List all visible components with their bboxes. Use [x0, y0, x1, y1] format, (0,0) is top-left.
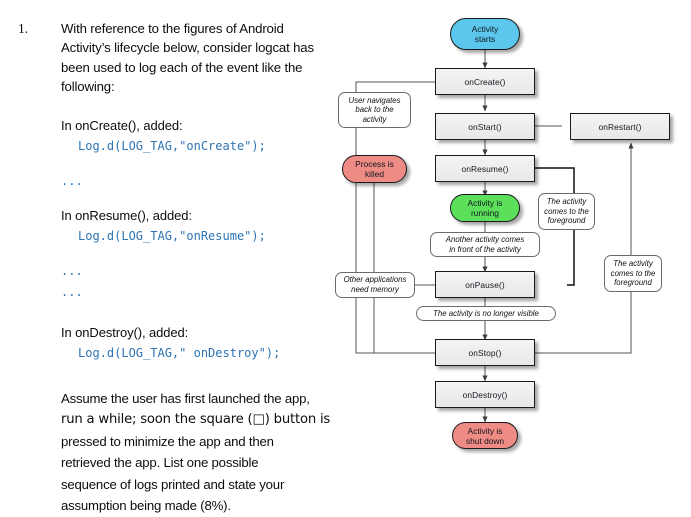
- note-other-applications-need-memory: Other applications need memory: [335, 272, 415, 298]
- question-final-paragraph: Assume the user has first launched the a…: [61, 388, 335, 517]
- note-line-3: foreground: [547, 216, 586, 226]
- note-foreground-lower: The activity comes to the foreground: [604, 255, 662, 292]
- code-line-onresume: Log.d(LOG_TAG,"onResume");: [78, 228, 266, 243]
- note-line-2: back to the: [355, 105, 394, 115]
- node-label-line2: killed: [364, 169, 385, 179]
- node-label-line2: starts: [474, 34, 496, 44]
- final-line-6: assumption being made (8%).: [61, 498, 231, 514]
- node-label: onStop(): [468, 347, 502, 358]
- code-line-oncreate: Log.d(LOG_TAG,"onCreate");: [78, 138, 266, 153]
- node-onresume: onResume(): [435, 155, 535, 182]
- code-group-oncreate: In onCreate(), added: Log.d(LOG_TAG,"onC…: [61, 116, 335, 157]
- note-foreground-upper: The activity comes to the foreground: [538, 193, 595, 230]
- node-label: onPause(): [465, 279, 505, 290]
- note-user-navigates-back: User navigates back to the activity: [338, 92, 411, 128]
- node-label: onResume(): [461, 163, 509, 174]
- node-ondestroy: onDestroy(): [435, 381, 535, 408]
- note-line-3: foreground: [614, 278, 652, 288]
- edge-onstop-to-oncreate-left: [355, 79, 455, 354]
- node-process-killed: Process is killed: [342, 155, 407, 183]
- node-onstop: onStop(): [435, 339, 535, 366]
- code-ellipsis-2: ...: [61, 263, 83, 278]
- node-onpause: onPause(): [435, 271, 535, 298]
- node-label: onRestart(): [598, 121, 642, 132]
- final-line-2: run a while; soon the square (□) button …: [61, 412, 331, 428]
- node-label-line2: shut down: [465, 435, 505, 446]
- code-ellipsis-1: ...: [61, 173, 83, 188]
- code-ellipsis-3: ...: [61, 284, 83, 299]
- node-label-line2: running: [471, 208, 499, 218]
- note-line-3: activity: [362, 114, 387, 124]
- node-label-line1: Activity: [471, 24, 499, 34]
- question-number: 1.: [18, 21, 29, 36]
- node-activity-starts: Activity starts: [450, 18, 520, 50]
- node-label: onStart(): [468, 121, 502, 132]
- spacer: [61, 157, 335, 171]
- code-line-ondestroy: Log.d(LOG_TAG," onDestroy");: [78, 345, 281, 360]
- code-label-oncreate: In onCreate(), added:: [61, 117, 183, 133]
- note-line-1: The activity: [546, 197, 587, 207]
- final-line-5: sequence of logs printed and state your: [61, 476, 285, 492]
- spacer: [61, 303, 335, 323]
- node-activity-shut-down: Activity is shut down: [452, 422, 518, 449]
- note-line-2: in front of the activity: [449, 244, 521, 254]
- question-block: 1. With reference to the figures of Andr…: [0, 0, 345, 517]
- note-activity-no-longer-visible: The activity is no longer visible: [416, 306, 556, 321]
- final-line-4: retrieved the app. List one possible: [61, 455, 259, 471]
- spacer: [61, 247, 335, 261]
- code-group-onresume: In onResume(), added: Log.d(LOG_TAG,"onR…: [61, 206, 335, 247]
- note-line-1: Another activity comes: [445, 234, 525, 244]
- node-label-line1: Activity is: [467, 425, 503, 436]
- note-line-1: The activity: [613, 259, 653, 269]
- node-onstart: onStart(): [435, 113, 535, 140]
- edge-onstop-to-onrestart: [520, 142, 634, 354]
- note-line-1: User navigates: [348, 95, 401, 105]
- note-line-2: comes to the: [544, 206, 589, 216]
- node-label: onDestroy(): [462, 389, 508, 400]
- code-label-ondestroy: In onDestroy(), added:: [61, 324, 189, 340]
- node-oncreate: onCreate(): [435, 68, 535, 95]
- note-line-2: comes to the: [610, 268, 656, 278]
- node-label-line1: Activity is: [467, 198, 503, 208]
- android-activity-lifecycle-diagram: Activity starts onCreate() onStart() onR…: [330, 0, 691, 517]
- note-another-activity-in-front: Another activity comes in front of the a…: [430, 232, 540, 257]
- note-line-2: need memory: [351, 285, 399, 294]
- final-line-3: pressed to minimize the app and then: [61, 433, 274, 449]
- question-intro-paragraph: With reference to the figures of Android…: [61, 21, 314, 95]
- node-onrestart: onRestart(): [570, 113, 670, 140]
- node-label-line1: Process is: [355, 159, 394, 169]
- code-label-onresume: In onResume(), added:: [61, 207, 192, 223]
- final-line-1: Assume the user has first launched the a…: [61, 390, 310, 406]
- code-group-ondestroy: In onDestroy(), added: Log.d(LOG_TAG," o…: [61, 323, 335, 364]
- node-label: onCreate(): [464, 76, 506, 87]
- question-body: With reference to the figures of Android…: [61, 19, 335, 517]
- spacer: [61, 192, 335, 206]
- note-line-1: The activity is no longer visible: [433, 308, 539, 318]
- note-line-1: Other applications: [343, 275, 407, 285]
- node-activity-running: Activity is running: [450, 194, 520, 222]
